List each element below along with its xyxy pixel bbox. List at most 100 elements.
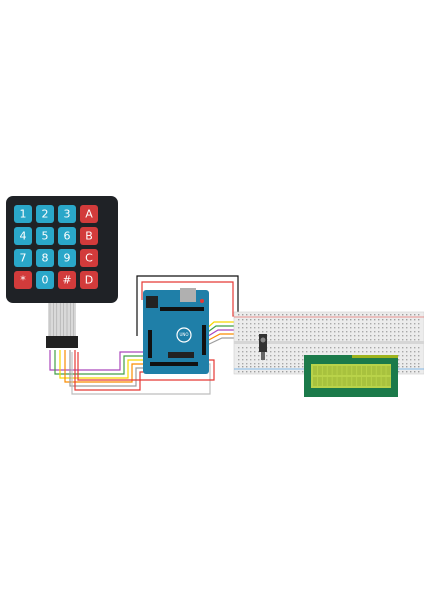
- bb-hole: [266, 363, 268, 365]
- bb-hole: [414, 339, 416, 341]
- bb-hole: [306, 335, 308, 337]
- bb-hole: [406, 339, 408, 341]
- bb-hole: [414, 371, 416, 373]
- bb-hole: [346, 314, 348, 316]
- bb-hole: [242, 339, 244, 341]
- bb-hole: [390, 351, 392, 353]
- bb-hole: [402, 347, 404, 349]
- bb-hole: [286, 319, 288, 321]
- bb-hole: [334, 351, 336, 353]
- bb-hole: [370, 347, 372, 349]
- bb-hole: [258, 319, 260, 321]
- bb-hole: [242, 314, 244, 316]
- bb-hole: [302, 314, 304, 316]
- bb-hole: [282, 363, 284, 365]
- bb-hole: [302, 366, 304, 368]
- bb-hole: [314, 347, 316, 349]
- bb-hole: [238, 323, 240, 325]
- bb-hole: [330, 319, 332, 321]
- bb-hole: [418, 371, 420, 373]
- bb-hole: [346, 331, 348, 333]
- bb-hole: [278, 331, 280, 333]
- bb-hole: [402, 359, 404, 361]
- bb-hole: [374, 335, 376, 337]
- bb-hole: [378, 323, 380, 325]
- bb-hole: [286, 314, 288, 316]
- bb-hole: [410, 371, 412, 373]
- bb-hole: [294, 327, 296, 329]
- bb-hole: [294, 319, 296, 321]
- bb-hole: [398, 319, 400, 321]
- bb-hole: [306, 314, 308, 316]
- bb-hole: [406, 314, 408, 316]
- bb-hole: [386, 327, 388, 329]
- bb-hole: [294, 363, 296, 365]
- bb-hole: [418, 327, 420, 329]
- bb-hole: [278, 359, 280, 361]
- bb-hole: [246, 351, 248, 353]
- bb-hole: [290, 314, 292, 316]
- bb-hole: [278, 347, 280, 349]
- bb-hole: [258, 331, 260, 333]
- bb-hole: [394, 347, 396, 349]
- bb-hole: [298, 331, 300, 333]
- bb-hole: [402, 323, 404, 325]
- bb-hole: [314, 323, 316, 325]
- bb-hole: [390, 314, 392, 316]
- bb-hole: [314, 314, 316, 316]
- bb-hole: [250, 366, 252, 368]
- bb-hole: [370, 351, 372, 353]
- bb-hole: [394, 335, 396, 337]
- bb-hole: [354, 327, 356, 329]
- bb-hole: [402, 331, 404, 333]
- bb-hole: [306, 327, 308, 329]
- bb-hole: [362, 319, 364, 321]
- bb-hole: [238, 335, 240, 337]
- bb-hole: [334, 339, 336, 341]
- key-label: B: [85, 230, 93, 243]
- bb-hole: [298, 366, 300, 368]
- bb-hole: [414, 347, 416, 349]
- bb-hole: [338, 347, 340, 349]
- bb-hole: [270, 323, 272, 325]
- bb-hole: [382, 331, 384, 333]
- keypad-connector: [46, 336, 78, 348]
- bb-hole: [238, 327, 240, 329]
- key-label: *: [20, 274, 26, 287]
- bb-hole: [374, 314, 376, 316]
- bb-hole: [290, 359, 292, 361]
- bb-hole: [370, 319, 372, 321]
- bb-hole: [342, 351, 344, 353]
- bb-hole: [358, 347, 360, 349]
- lcd-cell: [322, 366, 327, 375]
- bb-hole: [318, 331, 320, 333]
- bb-hole: [270, 355, 272, 357]
- bb-hole: [406, 371, 408, 373]
- bb-hole: [298, 323, 300, 325]
- bb-hole: [262, 323, 264, 325]
- wire-k-1: [49, 350, 145, 371]
- bb-hole: [246, 335, 248, 337]
- bb-hole: [250, 327, 252, 329]
- bb-hole: [246, 347, 248, 349]
- bb-hole: [282, 355, 284, 357]
- bb-hole: [326, 327, 328, 329]
- bb-hole: [254, 351, 256, 353]
- bb-hole: [382, 319, 384, 321]
- bb-hole: [358, 319, 360, 321]
- bb-hole: [358, 335, 360, 337]
- bb-hole: [382, 314, 384, 316]
- bb-hole: [330, 351, 332, 353]
- bb-hole: [254, 331, 256, 333]
- bb-hole: [410, 359, 412, 361]
- bb-hole: [390, 331, 392, 333]
- bb-hole: [278, 371, 280, 373]
- bb-hole: [402, 371, 404, 373]
- bb-hole: [302, 331, 304, 333]
- bb-hole: [286, 355, 288, 357]
- bb-hole: [254, 327, 256, 329]
- bb-hole: [314, 339, 316, 341]
- bb-hole: [414, 366, 416, 368]
- bb-hole: [278, 327, 280, 329]
- bb-hole: [270, 371, 272, 373]
